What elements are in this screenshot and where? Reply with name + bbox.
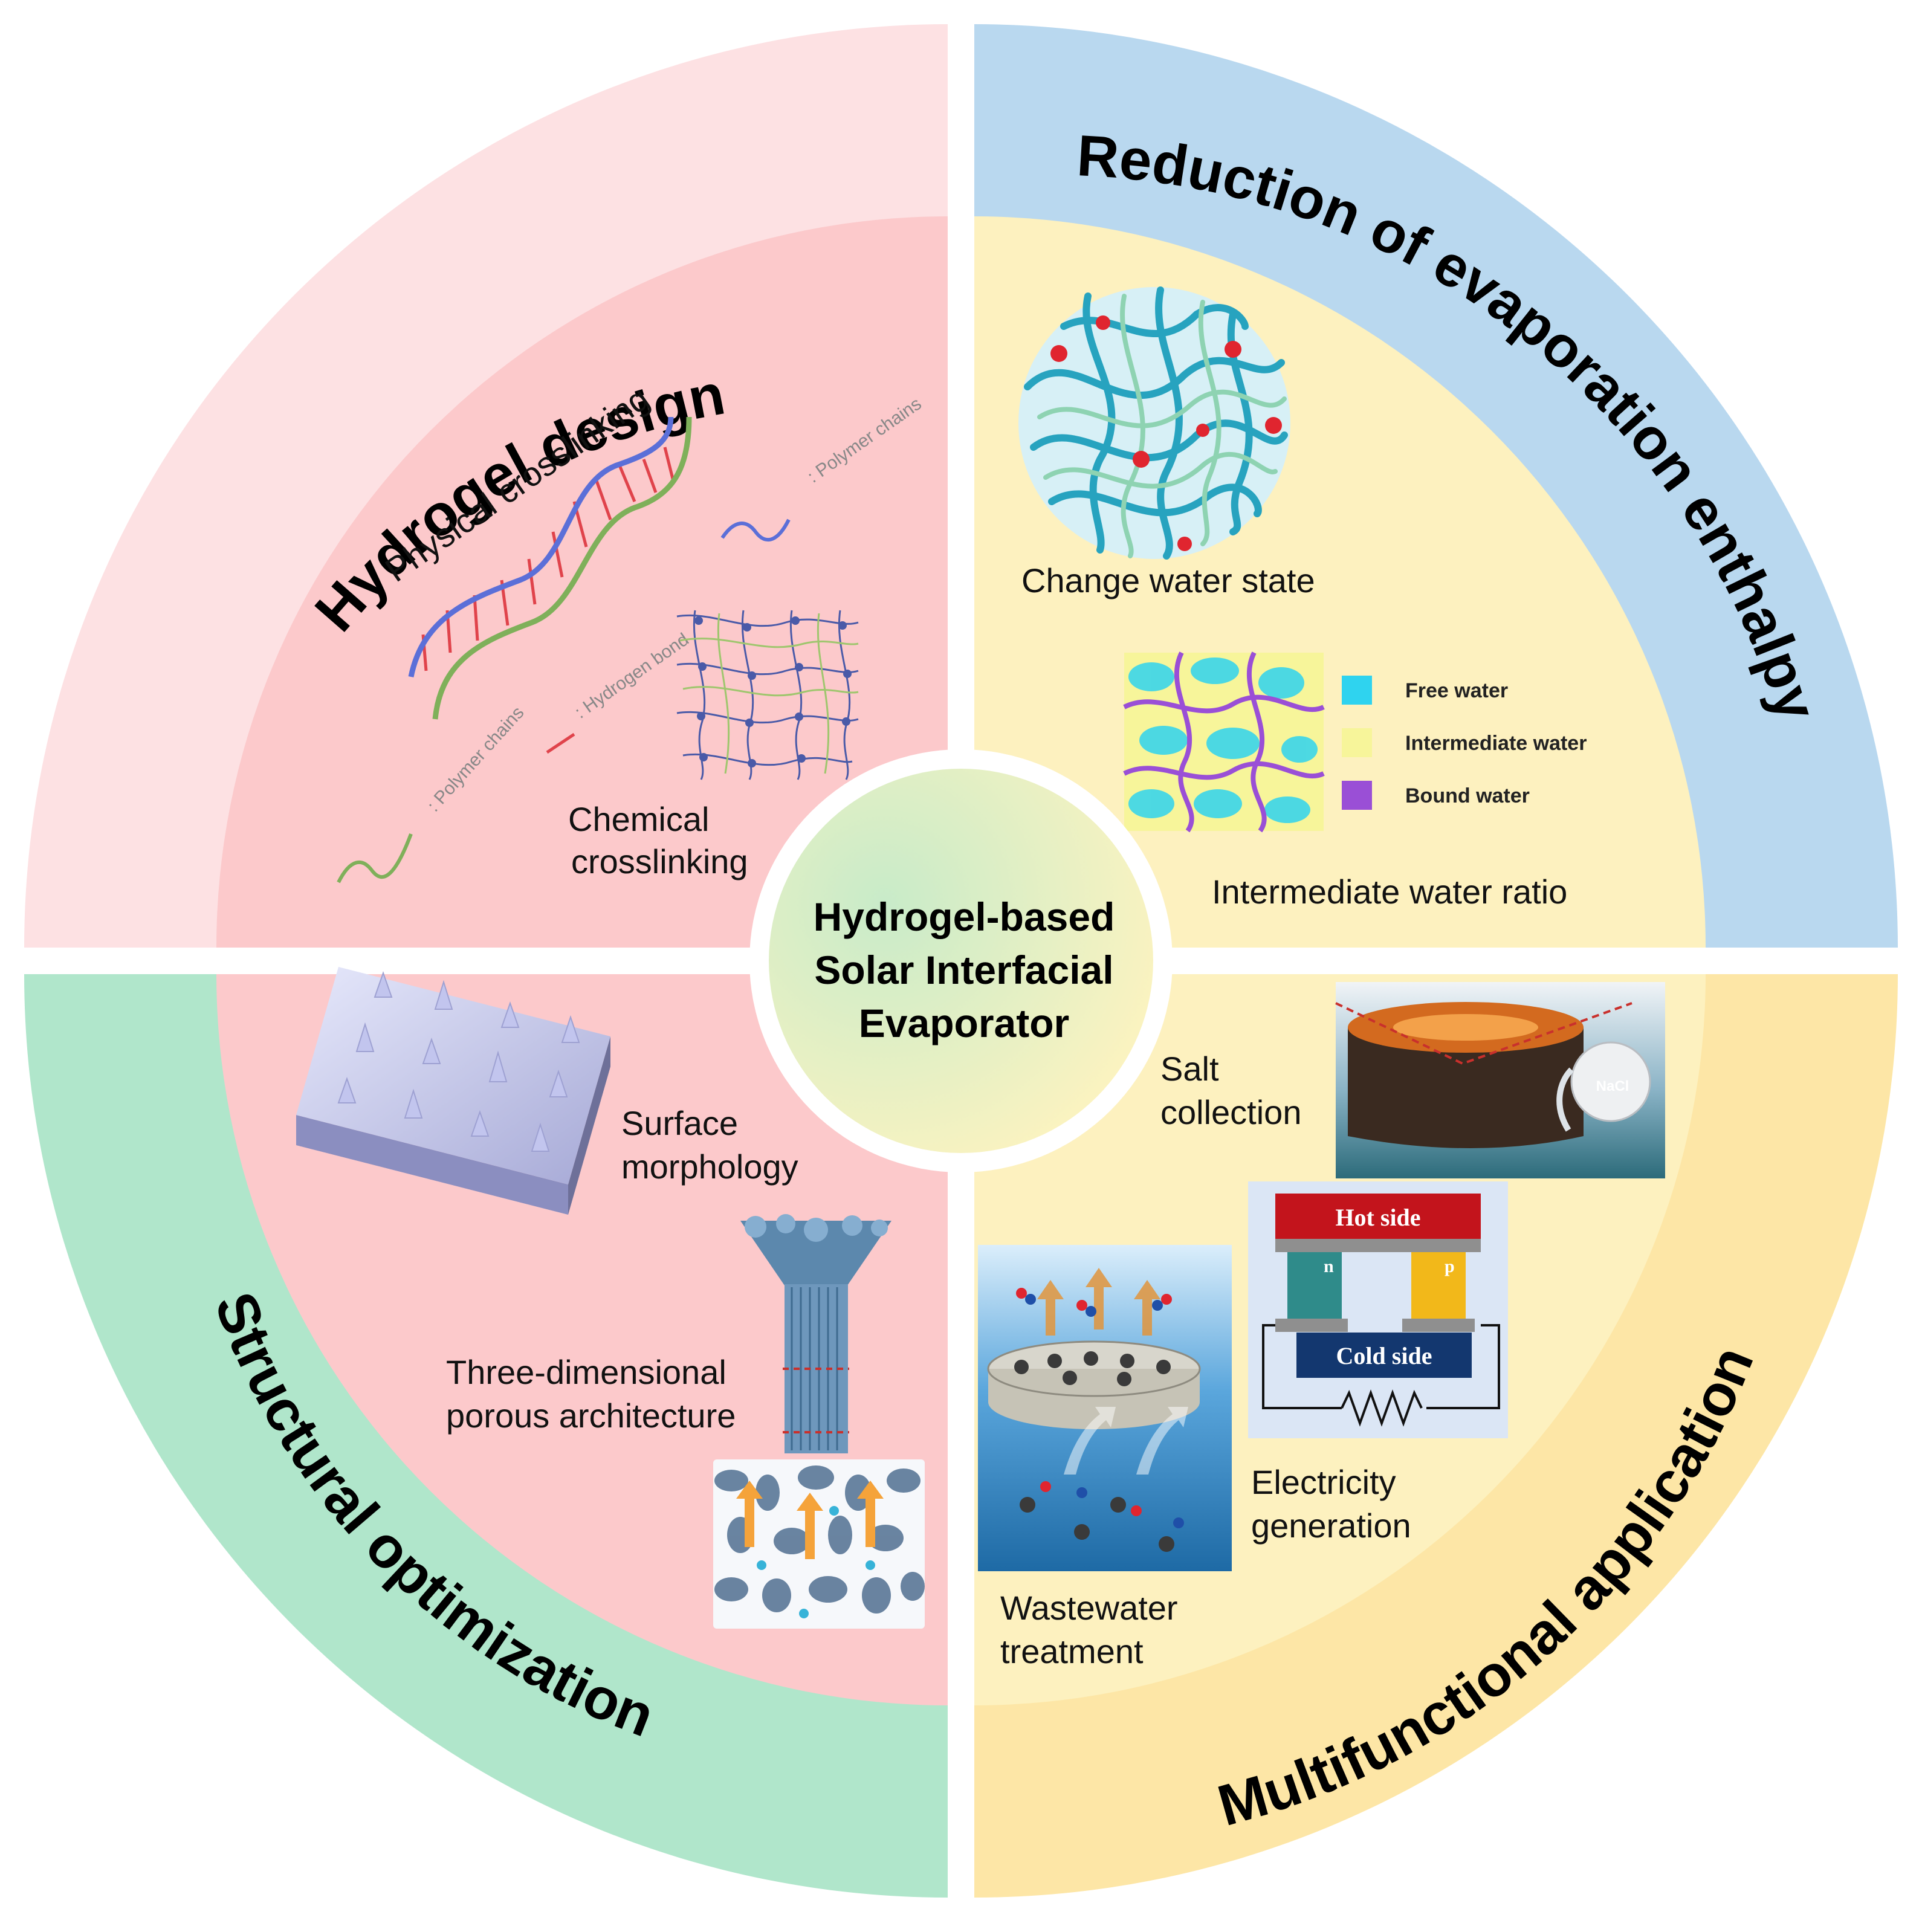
legend-swatch-free-water xyxy=(1342,676,1372,705)
legend-label-intermediate-water: Intermediate water xyxy=(1405,732,1587,755)
label-wastewater: Wastewater xyxy=(1000,1589,1178,1627)
label-salt: Salt xyxy=(1160,1050,1219,1088)
legend-swatch-bound-water xyxy=(1342,781,1372,810)
label-morphology: morphology xyxy=(621,1148,798,1186)
label-generation: generation xyxy=(1251,1507,1411,1545)
label-p: p xyxy=(1445,1256,1455,1276)
label-cold-side: Cold side xyxy=(1336,1342,1432,1369)
label-chemical: Chemical xyxy=(568,800,709,838)
label-nacl: NaCl xyxy=(1596,1078,1629,1094)
polymer-chain-green xyxy=(337,833,413,884)
label-surface: Surface xyxy=(621,1104,738,1142)
label-crosslinking: crosslinking xyxy=(571,842,748,880)
chemical-network-illustration xyxy=(676,610,859,780)
polymer-chain-blue xyxy=(720,519,791,542)
legend-swatch-intermediate-water xyxy=(1342,728,1372,757)
porous-cross-section xyxy=(713,1459,925,1629)
legend-label-free-water: Free water xyxy=(1405,679,1508,702)
label-three-dimensional: Three-dimensional xyxy=(446,1353,726,1391)
label-intermediate-water-ratio: Intermediate water ratio xyxy=(1212,873,1567,911)
label-n: n xyxy=(1324,1256,1334,1276)
hydrogen-bond-marker xyxy=(546,732,575,754)
label-salt-collection: collection xyxy=(1160,1093,1301,1131)
center-title-line-1: Hydrogel-based xyxy=(814,894,1115,939)
center-title-line-2: Solar Interfacial xyxy=(814,948,1113,992)
center-title-line-3: Evaporator xyxy=(859,1001,1069,1045)
label-hot-side: Hot side xyxy=(1335,1204,1420,1231)
legend-label-bound-water: Bound water xyxy=(1405,784,1530,807)
water-state-sphere xyxy=(1018,286,1290,560)
label-change-water-state: Change water state xyxy=(1021,561,1315,599)
porous-column-illustration xyxy=(740,1214,891,1453)
surface-morphology-pad xyxy=(296,967,610,1215)
water-ratio-map xyxy=(1123,651,1325,833)
thermoelectric-diagram: Hot side n p Cold side xyxy=(1248,1181,1508,1438)
helix-illustration xyxy=(408,416,692,720)
label-porous-architecture: porous architecture xyxy=(446,1397,736,1435)
wastewater-illustration xyxy=(978,1245,1232,1571)
label-treatment: treatment xyxy=(1000,1632,1144,1670)
center-disc xyxy=(769,769,1153,1153)
salt-collection-illustration: NaCl xyxy=(1335,982,1665,1178)
label-electricity: Electricity xyxy=(1251,1463,1396,1501)
